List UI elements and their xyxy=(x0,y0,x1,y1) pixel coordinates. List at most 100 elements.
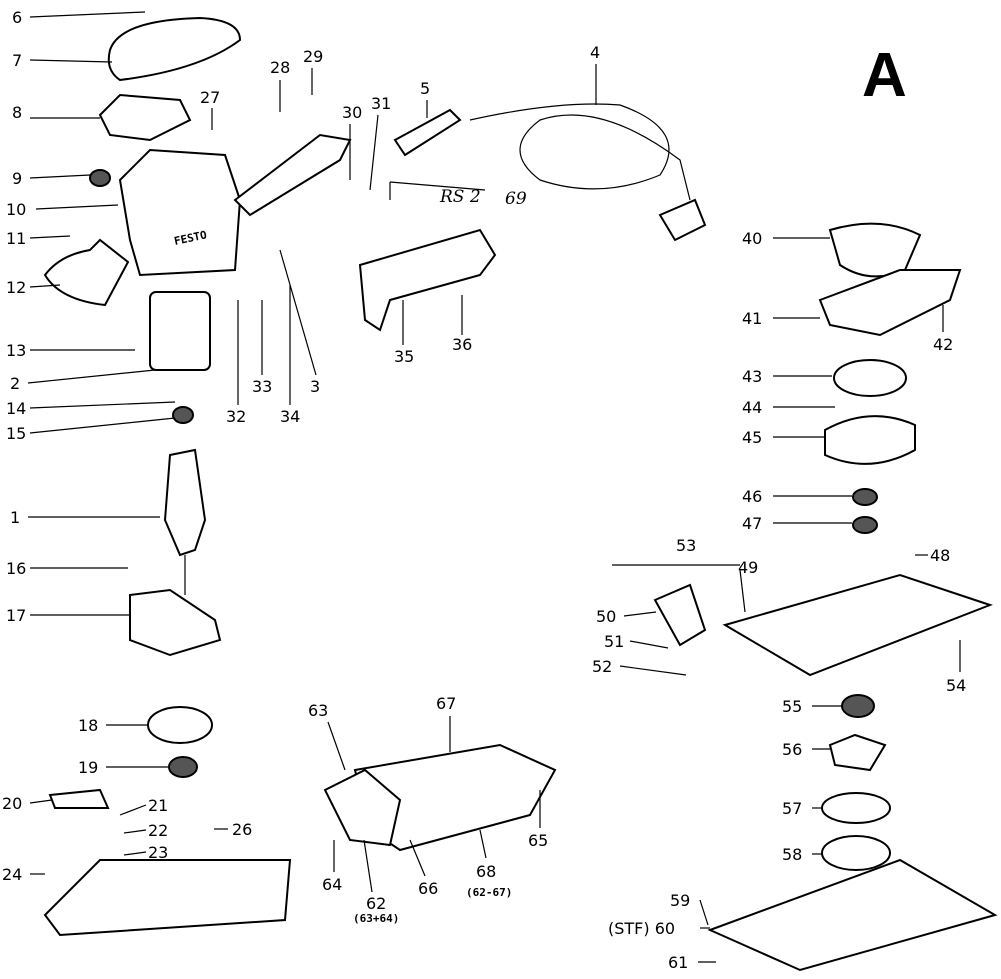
callout-leader-line xyxy=(363,839,373,893)
callout-label: 59 xyxy=(670,891,690,910)
callout-leader-line xyxy=(27,369,156,384)
callout-leader-line xyxy=(29,235,71,239)
callout-label: 63 xyxy=(308,701,328,720)
callout-label: 64 xyxy=(322,875,342,894)
callout-label: 1 xyxy=(10,508,20,527)
callout-label: 14 xyxy=(6,399,26,418)
callout-leader-line xyxy=(29,417,176,434)
callout-label: 19 xyxy=(78,758,98,777)
part-pad-58 xyxy=(821,835,891,871)
callout-label: 28 xyxy=(270,58,290,77)
callout-label: 29 xyxy=(303,47,323,66)
callout-label: 8 xyxy=(12,103,22,122)
callout-label: 27 xyxy=(200,88,220,107)
callout-label: 68 xyxy=(476,862,496,881)
callout-label: 23 xyxy=(148,843,168,862)
callout-label: 5 xyxy=(420,79,430,98)
callout-label: 17 xyxy=(6,606,26,625)
note-leader-h xyxy=(389,181,486,191)
callout-label: 55 xyxy=(782,697,802,716)
callout-label: 54 xyxy=(946,676,966,695)
callout-leader-line xyxy=(123,829,147,834)
sub-note-68: (62-67) xyxy=(466,886,512,899)
callout-label: 53 xyxy=(676,536,696,555)
callout-label: 40 xyxy=(742,229,762,248)
callout-label: 26 xyxy=(232,820,252,839)
callout-label: 65 xyxy=(528,831,548,850)
callout-label: 9 xyxy=(12,169,22,188)
handwritten-note-prefix: RS 2 xyxy=(439,187,481,207)
part-base-49 xyxy=(722,573,993,677)
callout-label: 35 xyxy=(394,347,414,366)
sheet-letter: A xyxy=(862,41,907,110)
callout-leader-line xyxy=(123,851,147,856)
callout-label: 61 xyxy=(668,953,688,972)
part-switch-plate xyxy=(98,93,192,142)
part-bearing-46 xyxy=(852,488,878,506)
callout-leader-line xyxy=(623,611,657,617)
part-eccentric-45 xyxy=(824,415,916,465)
callout-label: 57 xyxy=(782,799,802,818)
part-holder-56 xyxy=(828,733,887,772)
callout-label: 16 xyxy=(6,559,26,578)
callout-leader-line xyxy=(327,721,346,771)
part-ring-57 xyxy=(821,792,891,824)
callout-label: 3 xyxy=(310,377,320,396)
part-bearing-15 xyxy=(172,406,194,424)
callout-leader-line xyxy=(699,899,709,926)
part-drawings: FESTO xyxy=(43,16,998,972)
callout-leader-line xyxy=(29,284,61,288)
part-bearing-47 xyxy=(852,516,878,534)
callout-label: 51 xyxy=(604,632,624,651)
callout-label: 24 xyxy=(2,865,22,884)
part-handle-35 xyxy=(358,228,497,332)
part-fan-40 xyxy=(828,222,922,278)
callout-label: 12 xyxy=(6,278,26,297)
sub-note-62: (63+64) xyxy=(353,912,399,925)
callout-label: 20 xyxy=(2,794,22,813)
part-bearing-19 xyxy=(168,756,198,778)
callout-label: 58 xyxy=(782,845,802,864)
callout-label: 41 xyxy=(742,309,762,328)
callout-label: 4 xyxy=(590,43,600,62)
callout-leader-line xyxy=(29,59,113,63)
part-dust-port-62 xyxy=(323,768,402,847)
callout-label: 34 xyxy=(280,407,300,426)
callout-label: 49 xyxy=(738,558,758,577)
callout-leader-line xyxy=(479,829,487,859)
part-top-cover xyxy=(107,16,242,82)
part-knob xyxy=(89,169,111,187)
callout-label: 67 xyxy=(436,694,456,713)
callout-label: 46 xyxy=(742,487,762,506)
callout-leader-line xyxy=(279,249,317,376)
part-gear-18 xyxy=(147,706,213,744)
callout-leader-line xyxy=(29,11,146,18)
part-motor-housing xyxy=(118,148,242,277)
callout-label: 11 xyxy=(6,229,26,248)
callout-label: 2 xyxy=(10,374,20,393)
callout-label: 45 xyxy=(742,428,762,447)
callout-leader-line xyxy=(619,665,687,676)
callout-label: 15 xyxy=(6,424,26,443)
callout-leader-line xyxy=(629,640,669,649)
callout-label: 21 xyxy=(148,796,168,815)
callout-label: 66 xyxy=(418,879,438,898)
callout-label: 43 xyxy=(742,367,762,386)
callout-label: 48 xyxy=(930,546,950,565)
part-clamp-50 xyxy=(653,583,707,647)
part-cable xyxy=(469,103,691,201)
callout-label: 62 xyxy=(366,894,386,913)
handwritten-note-number: 69 xyxy=(505,189,527,209)
callout-label: 10 xyxy=(6,200,26,219)
part-stator xyxy=(149,291,211,371)
callout-label: 44 xyxy=(742,398,762,417)
callout-label: 31 xyxy=(371,94,391,113)
part-fan-guide xyxy=(129,588,222,657)
callout-leader-line xyxy=(29,174,91,179)
callout-label: 22 xyxy=(148,821,168,840)
callout-label: 32 xyxy=(226,407,246,426)
part-housing-handle xyxy=(233,133,352,217)
part-side-handle xyxy=(43,238,130,307)
